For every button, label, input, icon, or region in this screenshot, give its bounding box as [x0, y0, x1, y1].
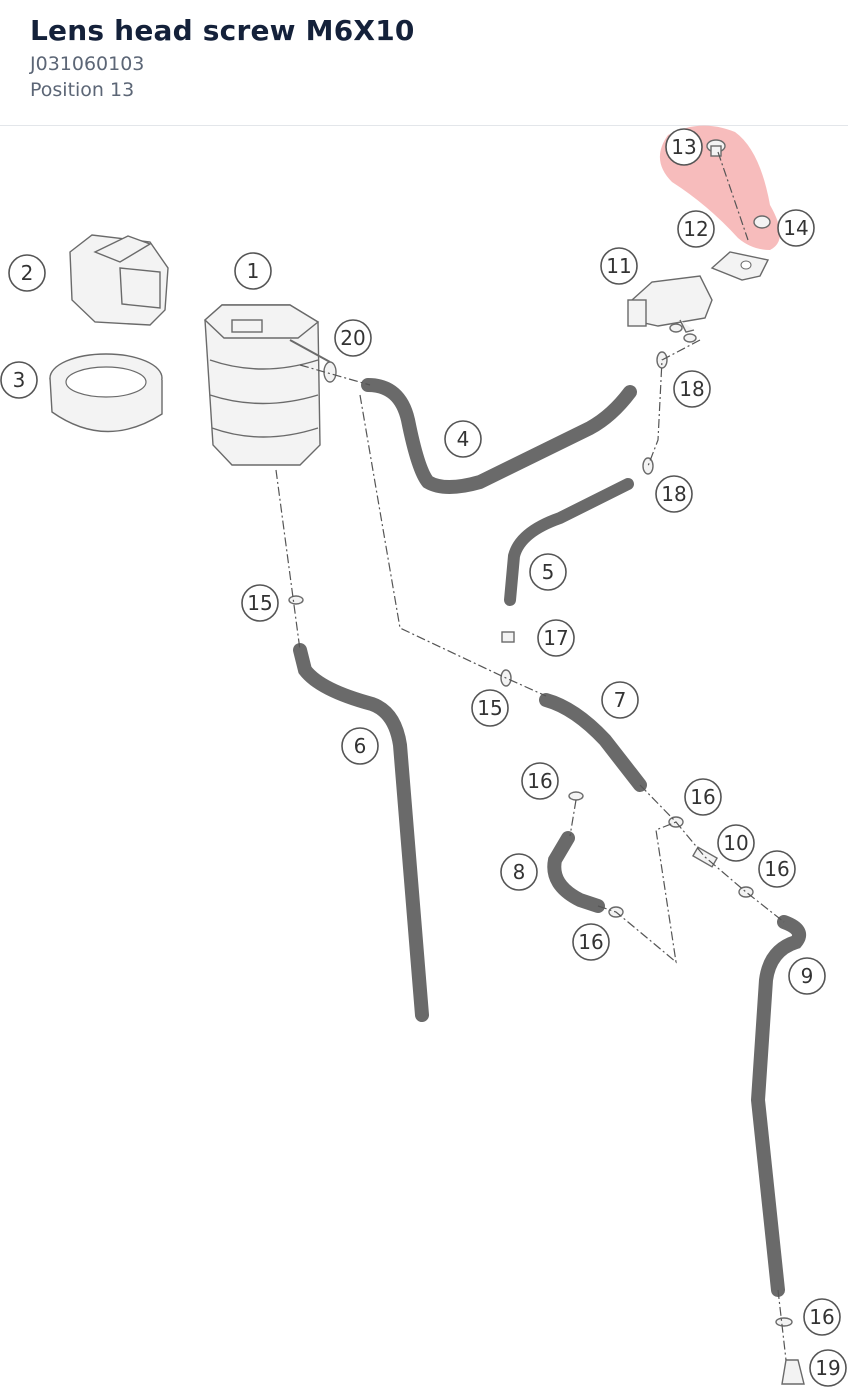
part-ring — [49, 353, 163, 433]
part-number: J031060103 — [30, 53, 145, 75]
svg-text:9: 9 — [801, 964, 814, 988]
callout-16a[interactable]: 16 — [521, 762, 559, 800]
callout-7[interactable]: 7 — [601, 681, 639, 719]
callout-10[interactable]: 10 — [717, 824, 755, 862]
svg-text:16: 16 — [809, 1305, 834, 1329]
position-label: Position 13 — [30, 79, 135, 101]
part-plug-17 — [501, 631, 515, 643]
callout-1[interactable]: 1 — [234, 252, 272, 290]
hose-clips — [288, 351, 793, 1327]
callout-18a[interactable]: 18 — [673, 370, 711, 408]
svg-text:6: 6 — [354, 734, 367, 758]
svg-text:16: 16 — [527, 769, 552, 793]
svg-text:8: 8 — [513, 860, 526, 884]
svg-text:14: 14 — [783, 216, 808, 240]
svg-text:19: 19 — [815, 1356, 840, 1380]
callout-2[interactable]: 2 — [8, 254, 46, 292]
callout-20[interactable]: 20 — [334, 319, 372, 357]
part-clip-20 — [323, 361, 337, 383]
callout-16d[interactable]: 16 — [572, 923, 610, 961]
svg-text:16: 16 — [690, 785, 715, 809]
part-header: Lens head screw M6X10 J031060103 Positio… — [0, 0, 848, 126]
callout-3[interactable]: 3 — [0, 361, 38, 399]
callout-18b[interactable]: 18 — [655, 475, 693, 513]
callout-16c[interactable]: 16 — [758, 850, 796, 888]
svg-text:16: 16 — [578, 930, 603, 954]
svg-text:2: 2 — [21, 261, 34, 285]
callout-19[interactable]: 19 — [809, 1349, 847, 1387]
svg-text:15: 15 — [477, 696, 502, 720]
callout-4[interactable]: 4 — [444, 420, 482, 458]
callout-11[interactable]: 11 — [600, 247, 638, 285]
callout-16b[interactable]: 16 — [684, 778, 722, 816]
callout-14[interactable]: 14 — [777, 209, 815, 247]
svg-text:3: 3 — [13, 368, 26, 392]
callout-5[interactable]: 5 — [529, 553, 567, 591]
part-bracket — [710, 251, 770, 281]
svg-text:10: 10 — [723, 831, 748, 855]
part-valve — [627, 275, 713, 343]
callout-8[interactable]: 8 — [500, 853, 538, 891]
callout-17[interactable]: 17 — [537, 619, 575, 657]
svg-text:5: 5 — [542, 560, 555, 584]
hose-5 — [504, 478, 634, 606]
svg-text:18: 18 — [679, 377, 704, 401]
callout-9[interactable]: 9 — [788, 957, 826, 995]
svg-text:12: 12 — [683, 217, 708, 241]
svg-text:17: 17 — [543, 626, 568, 650]
callout-15a[interactable]: 15 — [241, 584, 279, 622]
svg-text:7: 7 — [614, 688, 627, 712]
callout-15b[interactable]: 15 — [471, 689, 509, 727]
callout-16e[interactable]: 16 — [803, 1298, 841, 1336]
part-cover — [69, 234, 169, 326]
svg-text:13: 13 — [671, 135, 696, 159]
svg-text:4: 4 — [457, 427, 470, 451]
part-washer-14 — [753, 215, 771, 229]
part-fitting-19 — [781, 1359, 805, 1385]
part-canister — [203, 304, 331, 466]
svg-text:18: 18 — [661, 482, 686, 506]
svg-text:15: 15 — [247, 591, 272, 615]
svg-text:11: 11 — [606, 254, 631, 278]
part-screw-13 — [706, 139, 726, 157]
callout-6[interactable]: 6 — [341, 727, 379, 765]
leader-lines — [275, 151, 787, 1361]
svg-text:20: 20 — [340, 326, 365, 350]
svg-text:16: 16 — [764, 857, 789, 881]
svg-text:1: 1 — [247, 259, 260, 283]
callout-13[interactable]: 13 — [665, 128, 703, 166]
callout-12[interactable]: 12 — [677, 210, 715, 248]
part-title: Lens head screw M6X10 — [30, 14, 415, 47]
